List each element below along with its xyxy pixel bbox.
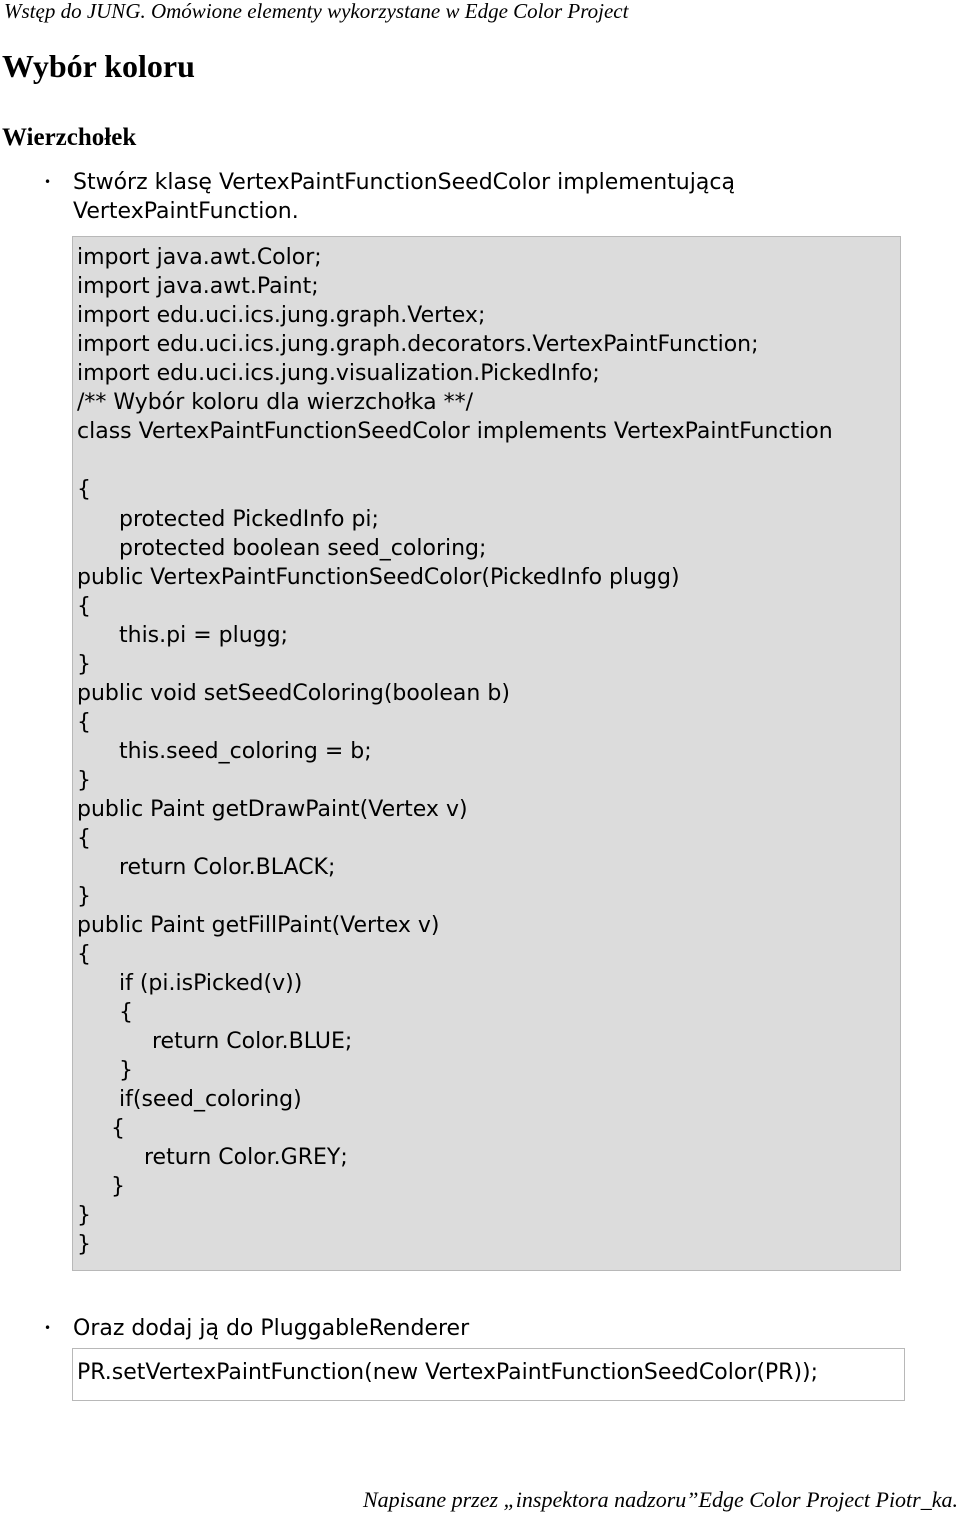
code-line: } [77, 884, 91, 909]
code-line: } [77, 1203, 91, 1228]
code-line: public Paint getDrawPaint(Vertex v) [77, 797, 468, 822]
code-line: } [119, 1058, 133, 1083]
section-title: Wybór koloru [2, 48, 195, 84]
code-line: { [77, 942, 91, 967]
code-line: } [77, 1232, 91, 1257]
code-line: return Color.BLUE; [152, 1029, 353, 1054]
code-line: this.seed_coloring = b; [119, 739, 372, 764]
code-line: public void setSeedColoring(boolean b) [77, 681, 510, 706]
code-line: { [111, 1116, 125, 1141]
code-line: import edu.uci.ics.jung.graph.Vertex; [77, 303, 486, 328]
code-line: import java.awt.Paint; [77, 274, 319, 299]
code-line: { [77, 594, 91, 619]
code-line: import java.awt.Color; [77, 245, 322, 270]
code-line: { [77, 477, 91, 502]
code-line: public Paint getFillPaint(Vertex v) [77, 913, 440, 938]
code-line: } [77, 652, 91, 677]
code-line: } [77, 768, 91, 793]
code-line: public VertexPaintFunctionSeedColor(Pick… [77, 565, 680, 590]
bullet-icon: • [44, 1321, 52, 1335]
code-line: protected boolean seed_coloring; [119, 536, 487, 561]
page-footer: Napisane przez „inspektora nadzoru”Edge … [362, 1487, 958, 1512]
page-header: Wstęp do JUNG. Omówione elementy wykorzy… [4, 0, 629, 23]
code-line: return Color.GREY; [144, 1145, 348, 1170]
code-line: { [119, 1000, 133, 1025]
code-block-vertex-paint-function: import java.awt.Color; import java.awt.P… [72, 236, 901, 1271]
bullet-text: Oraz dodaj ją do PluggableRenderer [73, 1316, 470, 1341]
code-line: PR.setVertexPaintFunction(new VertexPain… [77, 1360, 819, 1385]
code-line: } [111, 1174, 125, 1199]
code-line: { [77, 710, 91, 735]
code-line: if(seed_coloring) [119, 1087, 302, 1112]
bullet-text: Stwórz klasę VertexPaintFunctionSeedColo… [73, 170, 735, 224]
code-line: if (pi.isPicked(v)) [119, 971, 303, 996]
code-line: protected PickedInfo pi; [119, 507, 379, 532]
subsection-title: Wierzchołek [2, 124, 137, 151]
code-line: import edu.uci.ics.jung.graph.decorators… [77, 332, 759, 357]
code-block-set-vertex-paint: PR.setVertexPaintFunction(new VertexPain… [72, 1348, 905, 1401]
code-line: import edu.uci.ics.jung.visualization.Pi… [77, 361, 600, 386]
code-line: return Color.BLACK; [119, 855, 336, 880]
code-line: this.pi = plugg; [119, 623, 288, 648]
code-line: { [77, 826, 91, 851]
code-line: /** Wybór koloru dla wierzchołka **/ [77, 390, 473, 415]
bullet-icon: • [44, 175, 52, 189]
code-line: class VertexPaintFunctionSeedColor imple… [77, 419, 833, 444]
